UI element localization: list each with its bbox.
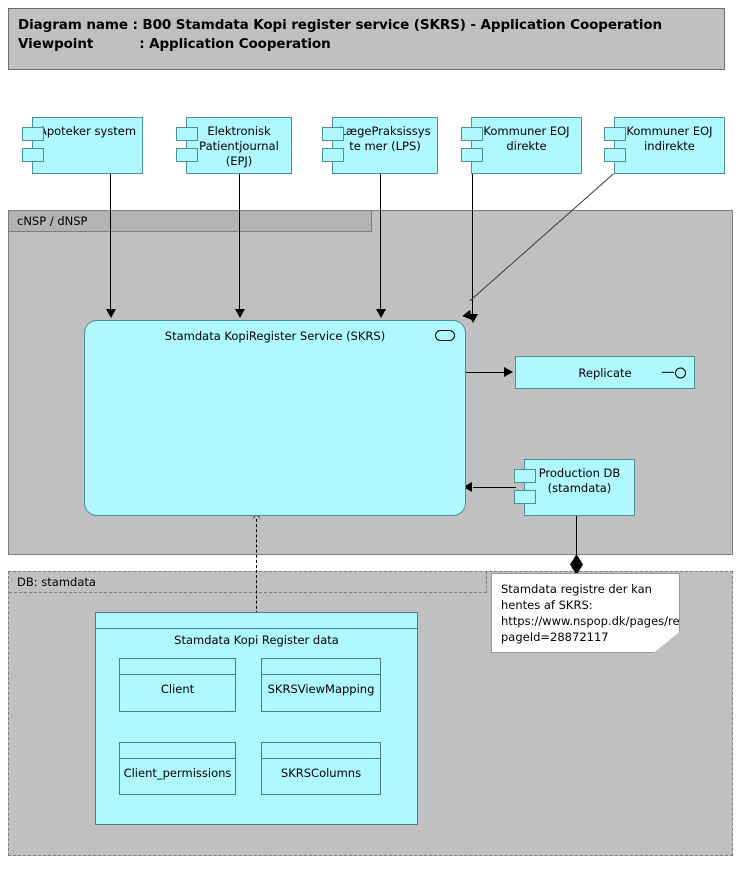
application-service-skrs[interactable]: Stamdata KopiRegister Service (SKRS) bbox=[84, 320, 466, 516]
connector-kommuner-direkte-to-skrs bbox=[472, 174, 473, 316]
component-label: Production DB (stamdata) bbox=[538, 466, 621, 495]
component-production-db[interactable]: Production DB (stamdata) bbox=[514, 459, 635, 516]
application-service-icon bbox=[435, 330, 455, 341]
diagram-name-line: Diagram name : B00 Stamdata Kopi registe… bbox=[18, 17, 663, 33]
data-object-skrsviewmapping[interactable]: SKRSViewMapping bbox=[261, 658, 381, 712]
component-tab-icon bbox=[176, 127, 198, 141]
viewpoint-line: Viewpoint : Application Cooperation bbox=[18, 36, 331, 52]
connector-productiondb-to-skrs bbox=[473, 487, 516, 488]
data-object-label: Stamdata Kopi Register data bbox=[174, 633, 339, 647]
component-label: Kommuner EOJ indirekte bbox=[626, 124, 713, 153]
application-interface-replicate[interactable]: Replicate bbox=[515, 356, 695, 389]
data-object-skrscolumns[interactable]: SKRSColumns bbox=[261, 742, 381, 795]
component-label: Elektronisk Patientjournal (EPJ) bbox=[199, 124, 279, 168]
note-stamdata-registre[interactable]: Stamdata registre der kan hentes af SKRS… bbox=[491, 573, 680, 653]
connector-skrs-to-replicate bbox=[466, 372, 506, 373]
component-tab-icon bbox=[322, 127, 344, 141]
component-label: Apoteker system bbox=[38, 124, 137, 138]
component-label: LægePraksissyste mer (LPS) bbox=[339, 124, 431, 153]
component-tab-icon bbox=[514, 469, 536, 483]
data-object-header-bar bbox=[120, 659, 235, 675]
data-object-label: SKRSViewMapping bbox=[267, 682, 375, 696]
data-object-label: Client_permissions bbox=[123, 766, 232, 780]
component-label: Kommuner EOJ direkte bbox=[483, 124, 570, 153]
application-interface-icon bbox=[662, 367, 686, 378]
application-service-label: Stamdata KopiRegister Service (SKRS) bbox=[164, 329, 386, 343]
component-tab-icon bbox=[176, 148, 198, 162]
data-object-client[interactable]: Client bbox=[119, 658, 236, 712]
component-tab-icon bbox=[604, 148, 626, 162]
arrowhead-apoteker-to-skrs bbox=[106, 309, 116, 318]
data-object-header-bar bbox=[120, 743, 235, 759]
arrowhead-skrs-to-replicate bbox=[504, 367, 513, 377]
data-object-client-permissions[interactable]: Client_permissions bbox=[119, 742, 236, 795]
component-kommuner-eoj-direkte[interactable]: Kommuner EOJ direkte bbox=[461, 117, 582, 174]
component-tab-icon bbox=[22, 127, 44, 141]
arrowhead-lps-to-skrs bbox=[376, 309, 386, 318]
diagram-title-banner: Diagram name : B00 Stamdata Kopi registe… bbox=[8, 8, 725, 70]
note-text: Stamdata registre der kan hentes af SKRS… bbox=[501, 582, 740, 644]
component-tab-icon bbox=[514, 490, 536, 504]
data-object-header-bar bbox=[262, 659, 380, 675]
group-db-stamdata-label: DB: stamdata bbox=[9, 572, 487, 593]
connector-apoteker-to-skrs bbox=[110, 174, 111, 309]
component-elektronisk-patientjournal[interactable]: Elektronisk Patientjournal (EPJ) bbox=[176, 117, 292, 174]
group-cnsp-dnsp-label: cNSP / dNSP bbox=[9, 211, 372, 232]
data-object-label: SKRSColumns bbox=[280, 766, 362, 780]
data-object-label: Client bbox=[160, 682, 195, 696]
connector-data-to-skrs bbox=[256, 519, 257, 619]
connector-productiondb-to-note bbox=[576, 516, 577, 564]
application-interface-label: Replicate bbox=[578, 365, 632, 380]
arrowhead-kommuner-direkte-to-skrs bbox=[468, 314, 478, 323]
component-tab-icon bbox=[604, 127, 626, 141]
component-tab-icon bbox=[22, 148, 44, 162]
component-apoteker-system[interactable]: Apoteker system bbox=[22, 117, 143, 174]
component-kommuner-eoj-indirekte[interactable]: Kommuner EOJ indirekte bbox=[604, 117, 725, 174]
component-tab-icon bbox=[461, 127, 483, 141]
arrowhead-productiondb-to-skrs bbox=[463, 482, 472, 492]
component-tab-icon bbox=[461, 148, 483, 162]
component-tab-icon bbox=[322, 148, 344, 162]
data-object-header-bar bbox=[262, 743, 380, 759]
diamond-productiondb-note bbox=[570, 554, 583, 575]
data-object-header-bar bbox=[96, 613, 417, 629]
component-laegepraksissystemer-lps[interactable]: LægePraksissyste mer (LPS) bbox=[322, 117, 438, 174]
connector-epj-to-skrs bbox=[239, 174, 240, 309]
connector-lps-to-skrs bbox=[380, 174, 381, 309]
arrowhead-epj-to-skrs bbox=[235, 309, 245, 318]
